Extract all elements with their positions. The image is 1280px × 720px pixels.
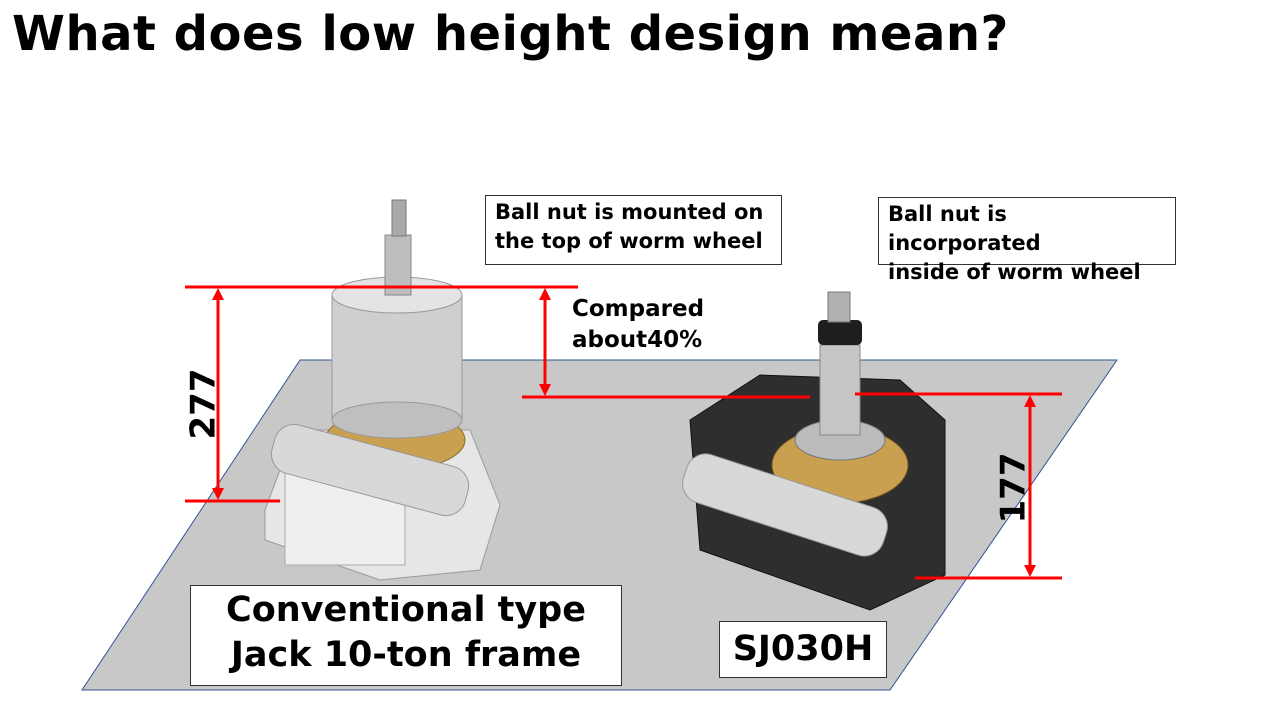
sj030h-label: SJ030H <box>719 621 887 678</box>
page-title: What does low height design mean? <box>12 6 1009 62</box>
conventional-jack-illustration <box>264 199 501 581</box>
conventional-height-label: 277 <box>183 368 224 440</box>
sj030h-illustration <box>682 291 946 611</box>
dimension-lines <box>185 285 1062 580</box>
new-height-label: 177 <box>993 452 1034 524</box>
note-line: Ball nut is incorporated <box>888 202 1041 255</box>
new-note: Ball nut is incorporated inside of worm … <box>878 197 1176 284</box>
conventional-note: Ball nut is mounted on the top of worm w… <box>485 195 782 265</box>
comparison-line: about40% <box>572 327 703 353</box>
conventional-label: Conventional type Jack 10-ton frame <box>190 585 622 686</box>
label-line: Jack 10-ton frame <box>230 635 582 675</box>
note-line: inside of worm wheel <box>888 260 1141 284</box>
note-line: the top of worm wheel <box>495 229 763 253</box>
comparison-line: Compared <box>572 296 705 322</box>
label-line: Conventional type <box>226 590 586 630</box>
comparison-text: Compared about40% <box>572 294 704 356</box>
note-line: Ball nut is mounted on <box>495 200 764 224</box>
